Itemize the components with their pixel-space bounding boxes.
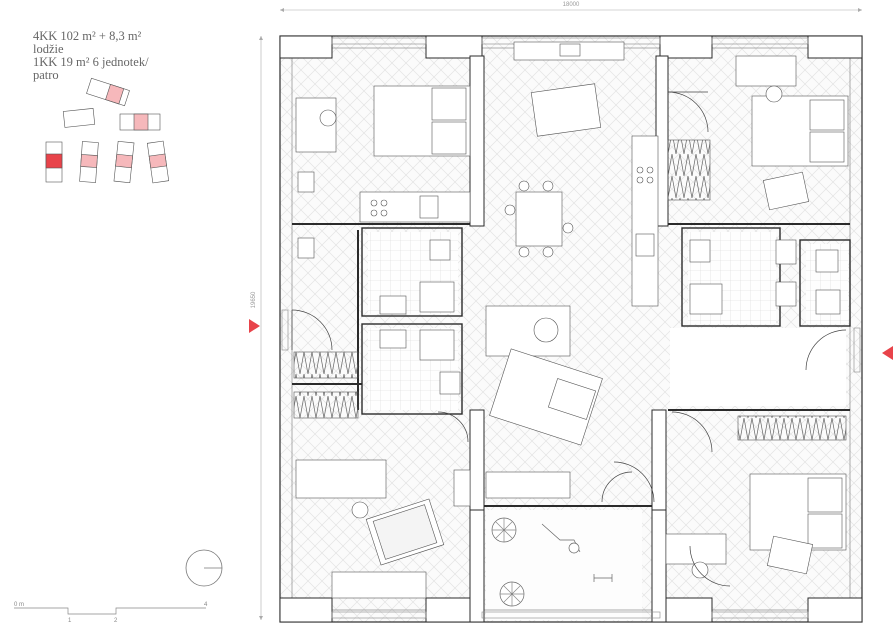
scale-label-1: 1 <box>68 618 72 624</box>
beds <box>373 85 849 575</box>
living-room-furniture <box>365 83 603 566</box>
height-dimension-label: 19650 <box>251 291 257 308</box>
scale-label-0: 0 m <box>14 602 24 608</box>
entry-marker-right-icon <box>882 346 893 360</box>
height-dimension: 19650 <box>251 36 263 620</box>
scale-label-2: 2 <box>114 618 118 624</box>
width-dimension: 18000 <box>280 2 862 12</box>
entry-marker-left-icon <box>249 319 260 333</box>
desks <box>295 55 797 599</box>
legend-line-1: 4KK 102 m² + 8,3 m² <box>33 29 142 43</box>
wardrobes <box>293 139 847 441</box>
north-arrow-icon <box>185 549 223 587</box>
interior-walls <box>292 223 851 507</box>
bathroom-fixtures <box>297 171 841 507</box>
width-dimension-label: 18000 <box>563 2 580 8</box>
legend: 4KK 102 m² + 8,3 m² lodžie 1KK 19 m² 6 j… <box>33 30 173 82</box>
legend-line-3: 1KK 19 m² 6 jednotek/ <box>33 55 149 69</box>
kitchen <box>359 41 659 307</box>
unit-key <box>45 77 170 184</box>
scale-bar: 0 m 1 2 4 <box>14 602 208 624</box>
windows <box>281 37 861 619</box>
legend-line-2: lodžie <box>33 42 64 56</box>
legend-line-4: patro <box>33 68 59 82</box>
wall-pieces <box>279 35 863 623</box>
doors <box>291 91 847 587</box>
scale-label-4: 4 <box>204 602 208 608</box>
balcony-plants <box>491 517 613 607</box>
